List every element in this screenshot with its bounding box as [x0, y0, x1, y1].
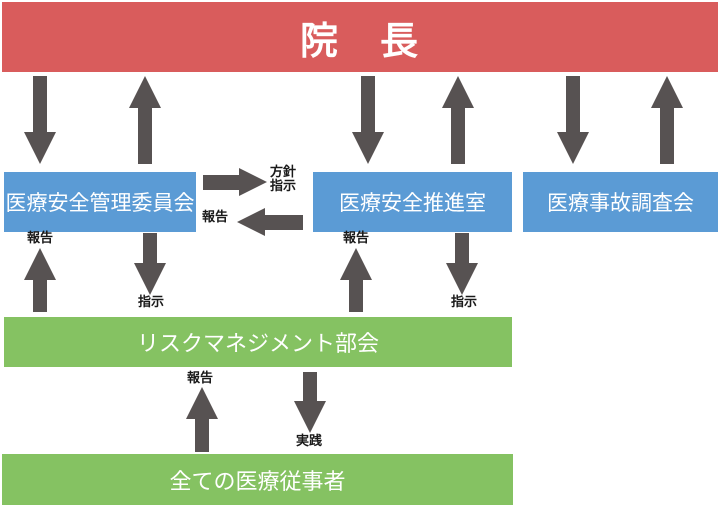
- node-all-staff: 全ての医療従事者: [2, 454, 513, 505]
- arrow-shaft: [33, 76, 47, 132]
- node-safety-committee: 医療安全管理委員会: [4, 172, 196, 232]
- arrow-head-down-icon: [24, 132, 56, 164]
- arrow-head-down-icon: [557, 132, 589, 164]
- arrow-committee-to-director-up: [129, 76, 161, 164]
- arrow-staff-to-risk-up: [186, 387, 218, 452]
- arrow-office-to-committee-left: [237, 208, 303, 236]
- arrow-head-down-icon: [294, 401, 326, 433]
- label-practice-risk-to-staff: 実践: [296, 434, 323, 449]
- arrow-shaft: [349, 280, 363, 312]
- arrow-risk-to-staff-down: [294, 372, 326, 433]
- arrow-head-up-icon: [340, 248, 372, 280]
- arrow-committee-to-risk-down: [134, 233, 166, 295]
- arrow-head-left-icon: [237, 208, 265, 236]
- arrow-shaft: [566, 76, 580, 132]
- arrow-head-up-icon: [186, 387, 218, 419]
- arrow-shaft: [265, 214, 303, 230]
- arrow-shaft: [33, 280, 47, 312]
- arrow-shaft: [138, 108, 152, 164]
- node-director-label: 院 長: [299, 18, 420, 63]
- arrow-head-up-icon: [651, 76, 683, 108]
- label-report-risk-to-committee: 報告: [27, 231, 54, 246]
- arrow-shaft: [195, 419, 209, 452]
- arrow-head-right-icon: [239, 168, 267, 196]
- label-instruction-committee-to-risk: 指示: [138, 295, 165, 310]
- node-promotion-office-label: 医療安全推進室: [339, 191, 486, 215]
- arrow-shaft: [455, 233, 469, 263]
- arrow-head-down-icon: [352, 132, 384, 164]
- arrow-shaft: [143, 233, 157, 263]
- arrow-head-up-icon: [24, 248, 56, 280]
- label-policy-instruction: 方針 指示: [270, 165, 297, 194]
- arrow-director-to-committee-down: [24, 76, 56, 164]
- arrow-shaft: [660, 108, 674, 164]
- label-report-risk-to-office: 報告: [343, 231, 370, 246]
- arrow-head-up-icon: [442, 76, 474, 108]
- node-director: 院 長: [2, 2, 718, 72]
- node-risk-subcommittee-label: リスクマネジメント部会: [136, 332, 379, 357]
- label-report-office-to-committee: 報告: [202, 210, 229, 225]
- arrow-head-down-icon: [134, 263, 166, 295]
- arrow-investigation-to-director-up: [651, 76, 683, 164]
- arrow-shaft: [203, 174, 239, 190]
- node-risk-subcommittee: リスクマネジメント部会: [4, 317, 512, 367]
- arrow-director-to-office-down: [352, 76, 384, 164]
- arrow-committee-to-office-right: [203, 168, 267, 196]
- arrow-office-to-risk-down: [446, 233, 478, 295]
- arrow-shaft: [303, 372, 317, 401]
- node-safety-committee-label: 医療安全管理委員会: [5, 191, 195, 215]
- arrow-head-down-icon: [446, 263, 478, 295]
- label-report-staff-to-risk: 報告: [187, 371, 214, 386]
- arrow-head-up-icon: [129, 76, 161, 108]
- arrow-office-to-director-up: [442, 76, 474, 164]
- arrow-shaft: [361, 76, 375, 132]
- arrow-risk-to-committee-up: [24, 248, 56, 312]
- node-all-staff-label: 全ての医療従事者: [169, 469, 346, 495]
- arrow-risk-to-office-up: [340, 248, 372, 312]
- node-accident-investigation: 医療事故調査会: [523, 172, 718, 232]
- arrow-director-to-investigation-down: [557, 76, 589, 164]
- arrow-shaft: [451, 108, 465, 164]
- node-promotion-office: 医療安全推進室: [313, 172, 512, 232]
- node-accident-investigation-label: 医療事故調査会: [547, 191, 694, 215]
- label-instruction-office-to-risk: 指示: [451, 295, 478, 310]
